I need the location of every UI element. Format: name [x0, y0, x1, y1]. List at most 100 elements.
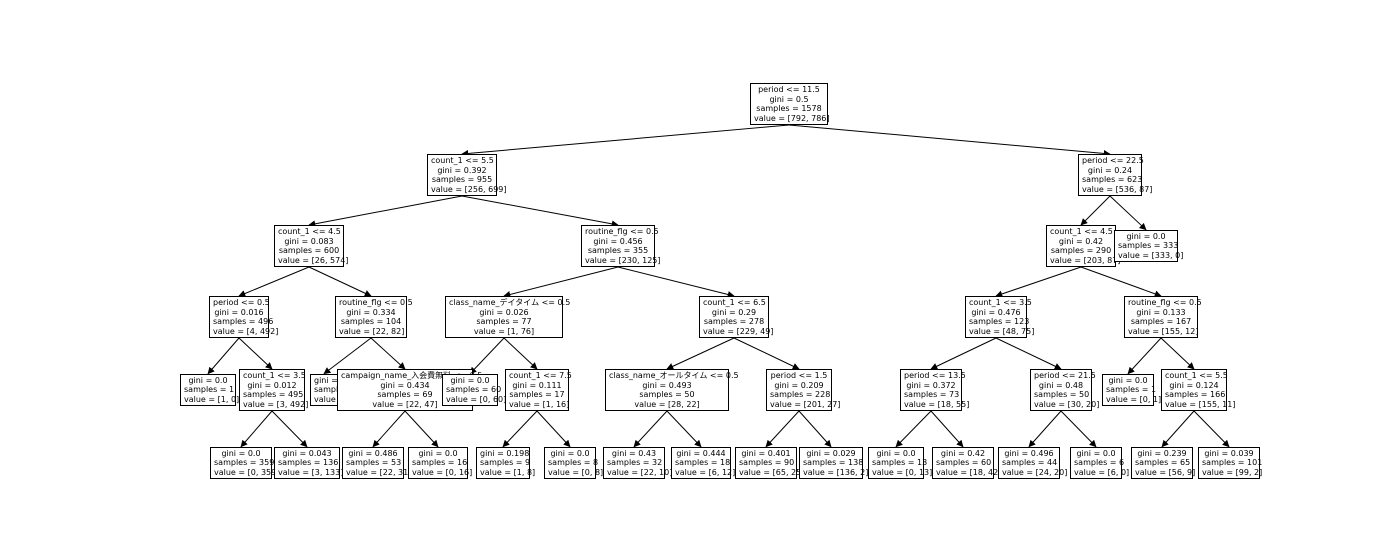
tree-edge — [308, 266, 372, 297]
node-text-line: value = [256, 699] — [431, 184, 507, 194]
node-text-line: value = [48, 75] — [969, 326, 1035, 336]
tree-edge — [930, 410, 964, 448]
node-text-line: samples = 6 — [1074, 458, 1125, 468]
node-text-line: samples = 333 — [1118, 241, 1179, 251]
node-text-line: gini = 0.42 — [940, 448, 986, 458]
tree-edge — [633, 410, 668, 448]
node-text-line: samples = 65 — [1135, 458, 1191, 468]
node-text-line: gini = 0.0 — [1076, 448, 1116, 458]
node-text-line: period <= 11.5 — [758, 85, 820, 94]
node-text-line: samples = 53 — [346, 458, 402, 468]
node-text-line: gini = 0.198 — [480, 448, 530, 458]
node-text-line: count_1 <= 3.5 — [243, 371, 306, 380]
node-text-line: gini = 0.083 — [284, 236, 334, 246]
tree-edge — [1193, 410, 1230, 448]
tree-edge — [798, 410, 832, 448]
node-text-line: period <= 13.5 — [904, 371, 966, 380]
node-text-line: gini = 0.0 — [1108, 375, 1148, 385]
tree-edge — [271, 410, 308, 448]
tree-edge — [503, 337, 538, 370]
tree-edge — [765, 410, 800, 448]
node-text-line: campaign_name_入会費無料 <= 0.5 — [341, 371, 483, 380]
node-text-line: gini = 0.026 — [479, 307, 529, 317]
node-text-line: samples = 1578 — [756, 104, 822, 113]
node-text-line: value = [0, 60] — [446, 394, 507, 404]
node-text-line: gini = 0.0 — [876, 448, 916, 458]
node-text-line: samples = 955 — [431, 175, 493, 184]
tree-edge — [733, 337, 800, 370]
tree-edge — [461, 124, 790, 157]
node-text-line: samples = 138 — [803, 458, 864, 468]
tree-edge — [404, 410, 439, 448]
node-text-line: gini = 0.133 — [1136, 307, 1186, 317]
node-text-line: count_1 <= 5.5 — [1165, 371, 1228, 380]
node-text-line: value = [6, 0] — [1074, 467, 1130, 477]
node-text-line: gini = 0.392 — [437, 165, 487, 175]
node-text-line: gini = 0.372 — [906, 380, 956, 390]
node-text-line: gini = 0.493 — [642, 380, 692, 390]
node-text-line: gini = 0.0 — [1126, 231, 1166, 241]
node-text-line: samples = 123 — [969, 317, 1030, 326]
node-text-line: samples = 355 — [587, 246, 649, 255]
node-text-line: value = [0, 8] — [548, 467, 604, 477]
tree-edge — [502, 410, 538, 448]
node-text-line: samples = 50 — [639, 390, 695, 399]
node-text-line: value = [0, 359] — [214, 467, 280, 477]
node-text-line: gini = 0.334 — [346, 307, 396, 317]
node-text-line: samples = 44 — [1002, 458, 1058, 468]
node-text-line: value = [201, 27] — [770, 399, 841, 409]
tree-edge — [238, 266, 310, 297]
node-text-line: value = [0, 1] — [1106, 394, 1162, 404]
tree-edge — [995, 266, 1082, 298]
node-text-line: value = [792, 786] — [754, 113, 830, 123]
node-text-line: gini = 0.239 — [1137, 448, 1187, 458]
node-text-line: value = [22, 82] — [339, 326, 405, 336]
node-text-line: value = [136, 2] — [803, 467, 869, 477]
node-text-line: count_1 <= 5.5 — [431, 156, 494, 165]
node-text-line: value = [22, 31] — [346, 467, 412, 477]
node-text-line: gini = 0.209 — [774, 380, 824, 390]
tree-edge — [788, 124, 1111, 157]
node-text-line: value = [1, 0] — [184, 394, 240, 404]
node-text-line: value = [229, 49] — [703, 326, 774, 336]
node-text-line: gini = 0.496 — [1004, 448, 1054, 458]
node-text-line: samples = 16 — [412, 458, 468, 468]
node-text-line: gini = 0.456 — [593, 236, 643, 246]
tree-edge — [469, 337, 505, 375]
tree-edge — [1160, 337, 1195, 370]
node-text-line: samples = 35 — [314, 385, 369, 395]
node-text-line: gini = 0.0 — [188, 375, 228, 385]
tree-edge — [207, 337, 240, 375]
node-text-line: class_name_オールタイム <= 0.5 — [609, 371, 739, 380]
node-text-line: samples = 60 — [446, 385, 502, 395]
tree-edge — [370, 337, 406, 370]
tree-edge — [995, 337, 1062, 370]
node-text-line: value = [65, 25] — [739, 467, 805, 477]
node-text-line: samples = 101 — [1202, 458, 1263, 468]
node-text-line: gini = 0.444 — [676, 448, 726, 458]
node-text-line: routine_flg <= 0.5 — [339, 298, 413, 307]
node-text-line: value = [0, 13] — [872, 467, 933, 477]
node-text-line: samples = 359 — [214, 458, 275, 468]
